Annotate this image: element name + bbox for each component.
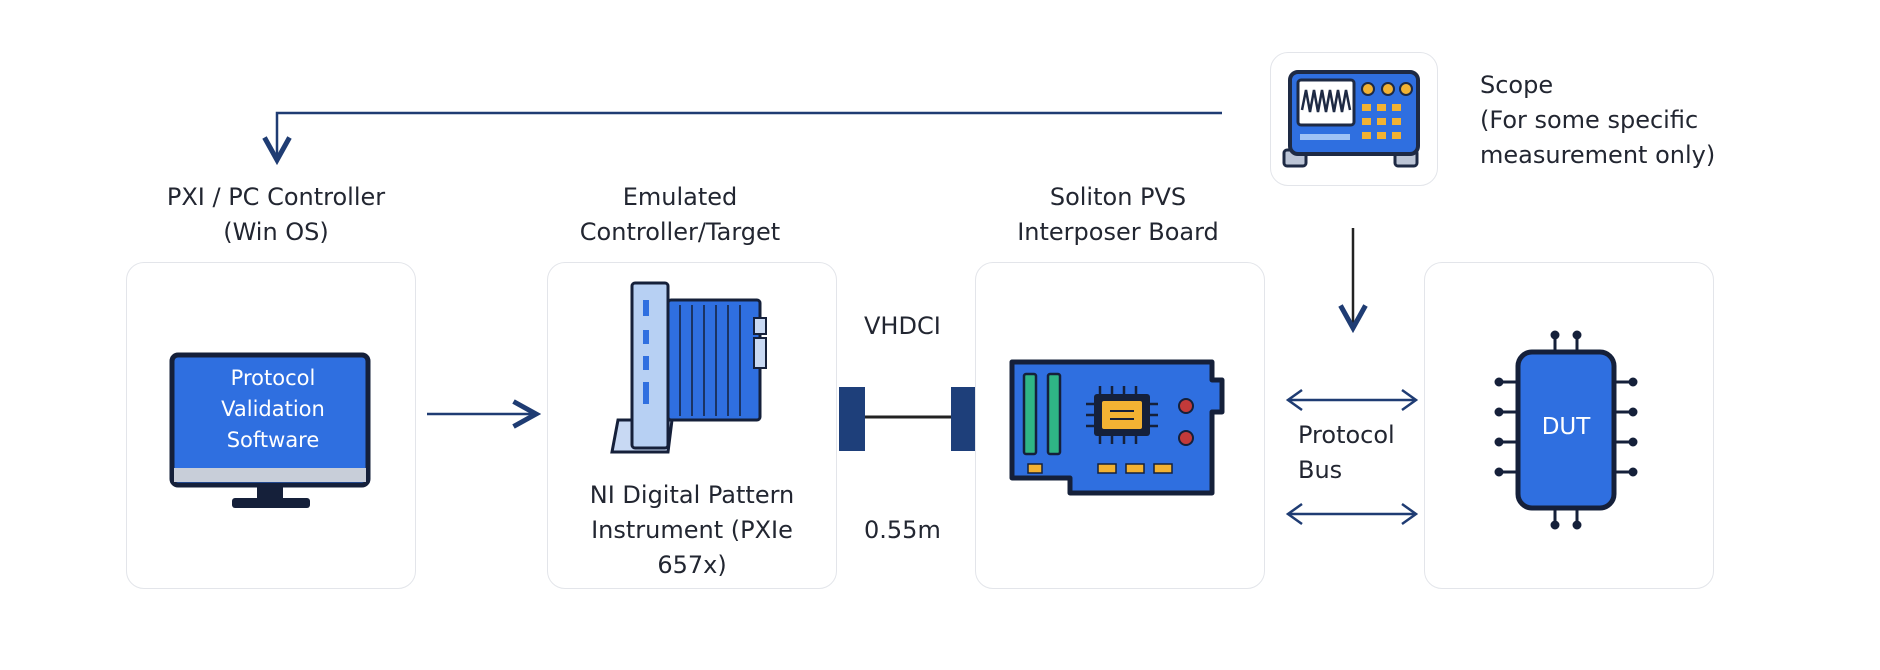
cable-type-label: VHDCI	[864, 312, 941, 340]
dut-label: DUT	[1541, 414, 1591, 440]
bus-arrow-top	[1285, 388, 1419, 412]
bus-arrow-bottom	[1285, 502, 1419, 526]
monitor-screen-text: Protocol Validation Software	[221, 366, 325, 452]
emulated-title: Emulated Controller/Target	[579, 183, 781, 246]
controller-title: PXI / PC Controller (Win OS)	[166, 183, 386, 246]
vhdci-cable	[839, 387, 977, 451]
scope-to-controller-arrow	[277, 111, 1222, 160]
scope-label: Scope (For some specific measurement onl…	[1480, 71, 1716, 169]
cable-length-label: 0.55m	[864, 516, 941, 544]
interposer-title: Soliton PVS Interposer Board	[1017, 183, 1219, 246]
emulated-caption: NI Digital Pattern Instrument (PXIe 657x…	[589, 481, 795, 579]
protocol-bus-label: Protocol Bus	[1298, 421, 1395, 484]
